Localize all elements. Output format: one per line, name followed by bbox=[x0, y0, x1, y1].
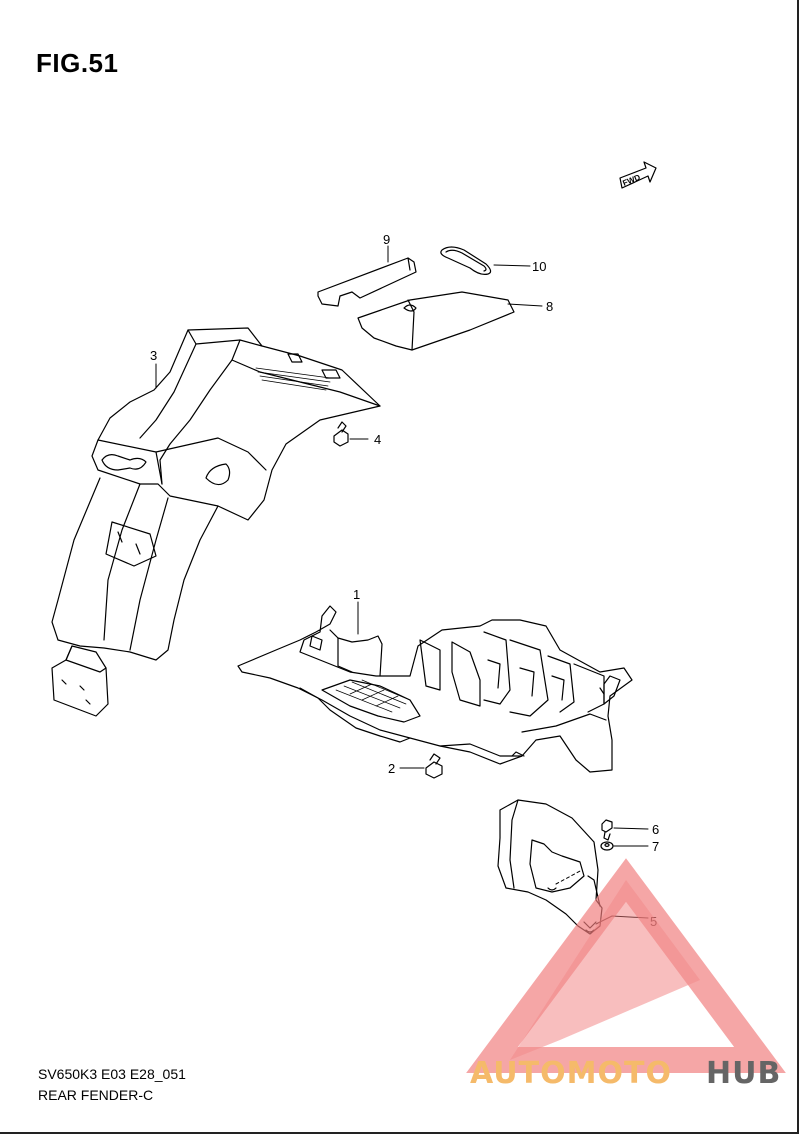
watermark-text-accent: HUB bbox=[706, 1056, 781, 1091]
watermark-text-primary: AUTOMOTO bbox=[470, 1056, 672, 1091]
figure-title: FIG.51 bbox=[36, 48, 119, 78]
callout-2: 2 bbox=[388, 761, 395, 776]
part-8-pouch bbox=[357, 291, 515, 351]
part-name: REAR FENDER-C bbox=[38, 1087, 154, 1103]
callout-10: 10 bbox=[532, 259, 546, 274]
part-9-bracket bbox=[317, 257, 417, 307]
callout-6: 6 bbox=[652, 822, 659, 837]
part-2-screw bbox=[425, 753, 443, 779]
callout-9: 9 bbox=[383, 232, 390, 247]
model-code: SV650K3 E03 E28_051 bbox=[38, 1066, 186, 1082]
callout-1: 1 bbox=[353, 587, 360, 602]
fwd-label: FWD bbox=[621, 173, 641, 188]
callout-7: 7 bbox=[652, 839, 659, 854]
part-7-washer bbox=[600, 841, 614, 851]
fwd-arrow-icon: FWD bbox=[619, 161, 657, 189]
part-4-screw bbox=[333, 421, 349, 447]
part-6-bolt bbox=[601, 819, 613, 841]
callout-8: 8 bbox=[546, 299, 553, 314]
part-1-undertray bbox=[237, 605, 633, 773]
callout-4: 4 bbox=[374, 432, 381, 447]
automotohub-watermark-logo: AUTOMOTO HUB bbox=[466, 858, 786, 1091]
callout-3: 3 bbox=[150, 348, 157, 363]
part-3-rear-fender bbox=[51, 327, 381, 717]
part-10-band bbox=[440, 246, 492, 275]
